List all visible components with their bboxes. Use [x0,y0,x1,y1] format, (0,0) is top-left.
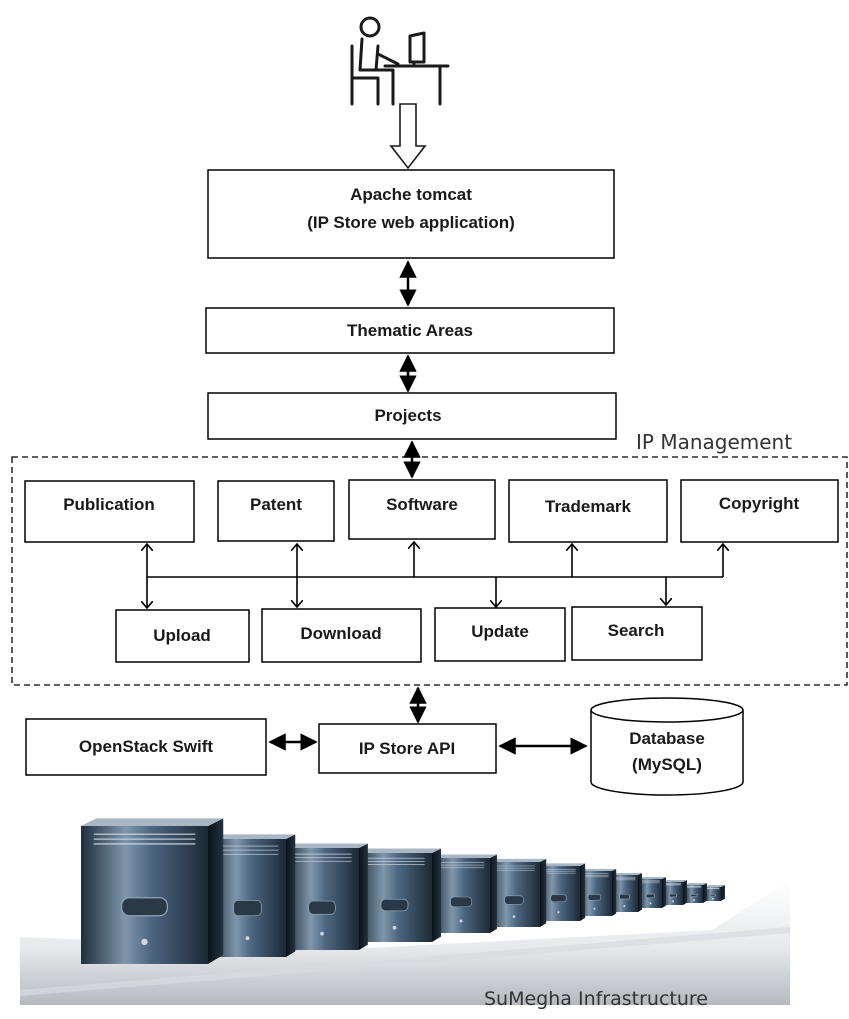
operation-upload: Upload [115,609,250,663]
ip-store-api-label: IP Store API [359,739,455,758]
operation-label: Search [608,621,665,640]
ip-type-label: Copyright [719,494,800,513]
openstack-swift-label: OpenStack Swift [79,737,213,756]
operation-label: Update [471,622,529,641]
server-tower [685,883,707,903]
projects-label: Projects [374,406,441,425]
user-request-arrow [389,103,427,170]
server-tower [357,848,441,942]
server-tower [81,818,224,964]
server-tower [285,843,368,950]
ip-management-region: IP Management [11,430,848,686]
openstack-swift-box: OpenStack Swift [25,718,267,776]
server-tower [663,880,687,905]
web-app-subtitle: (IP Store web application) [307,213,515,232]
ip-type-label: Publication [63,495,155,514]
web-app-title: Apache tomcat [350,185,472,204]
user-at-computer-icon [350,16,450,106]
ip-type-software: Software [348,479,496,540]
projects-box: Projects [207,392,617,440]
operation-update: Update [434,607,566,662]
server-rack-icon [19,818,791,1005]
operation-download: Download [261,608,422,663]
web-application-box: Apache tomcat (IP Store web application) [207,169,615,259]
ip-type-publication: Publication [24,480,195,543]
ip-type-copyright: Copyright [680,479,839,543]
ip-bus-connectors [147,543,723,607]
ip-type-label: Patent [250,495,302,514]
thematic-areas-label: Thematic Areas [347,321,473,340]
server-tower [705,885,725,901]
thematic-areas-box: Thematic Areas [205,307,615,354]
ip-type-trademark: Trademark [508,479,668,543]
ip-store-api-box: IP Store API [318,723,497,774]
ip-type-label: Software [386,495,458,514]
operation-search: Search [571,606,703,661]
ip-management-label: IP Management [636,430,792,454]
operation-label: Download [300,624,381,643]
server-tower [639,877,666,908]
database-label: Database [629,729,705,748]
server-tower [432,854,497,933]
database-engine-label: (MySQL) [632,755,702,774]
ip-type-label: Trademark [545,497,632,516]
ip-type-patent: Patent [217,480,335,542]
database-cylinder: Database (MySQL) [590,697,744,796]
operation-label: Upload [153,626,211,645]
infrastructure-label: SuMegha Infrastructure [484,988,708,1010]
